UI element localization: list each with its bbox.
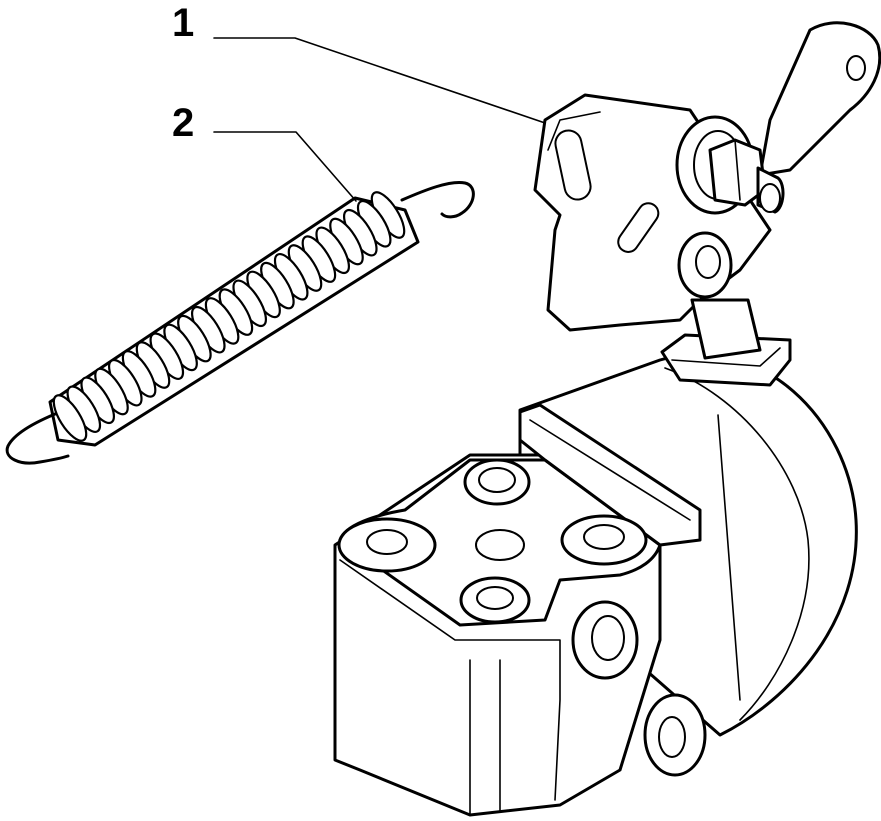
bolt-boss-bottom	[459, 576, 531, 624]
bolt-boss-left	[337, 517, 437, 573]
housing-shell-contour	[664, 367, 810, 721]
callout-2-label: 2	[172, 101, 194, 145]
lever-bracket[interactable]	[533, 21, 881, 360]
housing-collar-line	[671, 347, 781, 367]
spring-coils	[52, 191, 406, 442]
lever-plate-edge	[547, 111, 601, 151]
callout-2[interactable]: 2	[172, 101, 357, 202]
lever-upper-arm	[758, 21, 881, 177]
center-port	[475, 529, 525, 561]
housing-front-edge	[339, 559, 561, 801]
lever-pivot-boss	[677, 231, 733, 299]
spring-left-hook	[5, 410, 70, 465]
housing-seam	[717, 414, 741, 701]
tension-spring[interactable]	[5, 180, 475, 465]
spring-coil	[52, 394, 88, 442]
side-port-upper	[571, 600, 639, 680]
bolt-boss-right	[560, 514, 648, 566]
lever-stem	[690, 298, 762, 360]
side-port-lower	[643, 693, 707, 777]
housing-top-rim	[518, 403, 702, 547]
housing-rim-line	[529, 419, 691, 521]
callout-1[interactable]: 1	[172, 1, 549, 125]
callout-1-label: 1	[172, 1, 194, 45]
spring-body	[48, 196, 420, 447]
valve-housing	[333, 333, 858, 817]
lever-lower-slot	[617, 202, 660, 253]
bolt-boss-top	[463, 458, 531, 506]
spring-right-hook	[400, 180, 475, 219]
lever-nut-assembly	[675, 115, 785, 215]
lever-slot	[554, 129, 592, 201]
callout-1-leader-line	[213, 37, 549, 125]
callout-2-leader-line	[213, 131, 357, 202]
lever-arm-hole	[846, 55, 866, 81]
